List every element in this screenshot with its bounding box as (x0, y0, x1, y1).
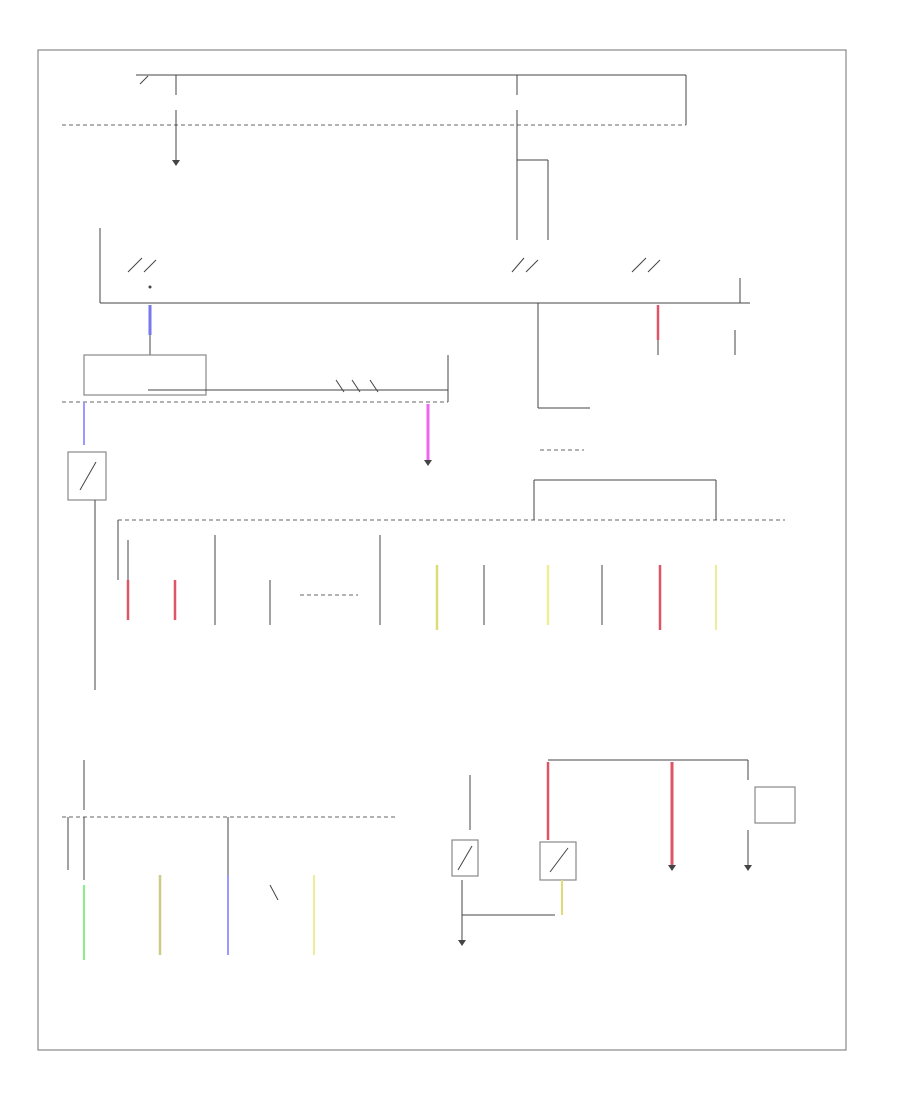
top-fuse-block (62, 74, 687, 240)
main-fuse-row (117, 479, 785, 580)
fuse-panel-middle (62, 354, 449, 403)
branch-drops (126, 535, 717, 630)
relay-box-left (67, 451, 107, 501)
diagram-frame (37, 49, 847, 1051)
bottom-left-fuse-group (62, 760, 398, 960)
bottom-right-relay-group (451, 759, 796, 946)
ignition-switch-block (99, 228, 750, 304)
